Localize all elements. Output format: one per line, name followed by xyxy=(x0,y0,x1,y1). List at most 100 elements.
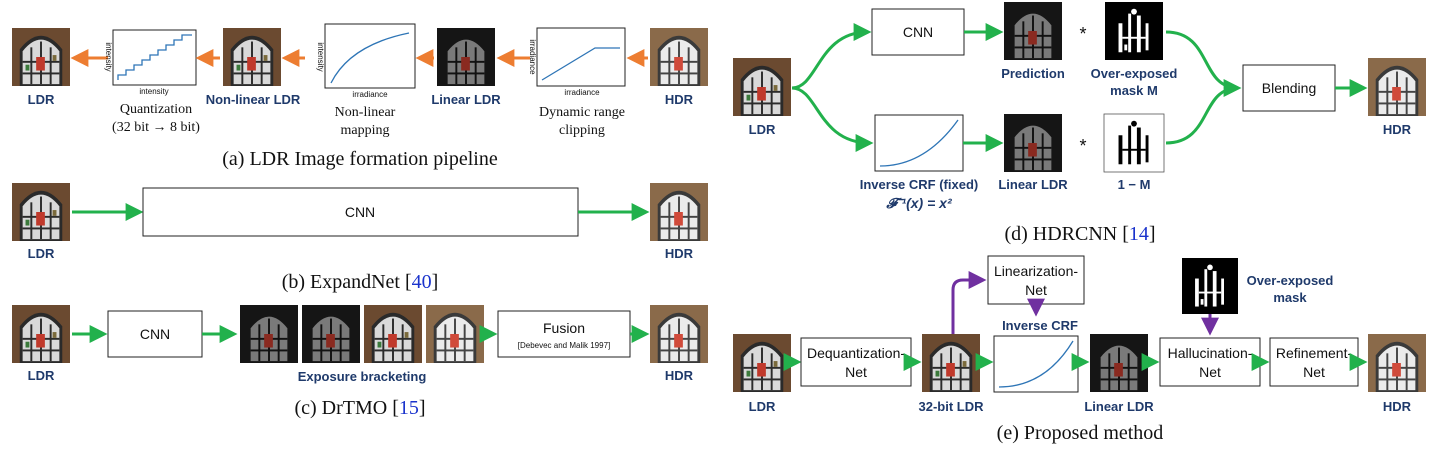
label-mask-d-2: mask M xyxy=(1110,83,1158,98)
caption-b: (b) ExpandNet [40] xyxy=(282,271,439,293)
arrow-green-d-up xyxy=(791,23,872,90)
panel-e: LDR Dequantization- Net 32-bit LDR Linea… xyxy=(733,255,1426,444)
quantization-plot xyxy=(112,29,197,86)
label-linear-ldr-d: Linear LDR xyxy=(998,177,1068,192)
nonlinear-curve xyxy=(330,32,410,84)
label-linear-ldr-e: Linear LDR xyxy=(1084,399,1154,414)
nonlinear-label-2: mapping xyxy=(341,123,390,138)
inverse-mask-frame xyxy=(1103,113,1165,173)
cnn-box-c xyxy=(107,310,203,358)
cnn-label-c: CNN xyxy=(140,326,170,342)
hdr-image-b xyxy=(650,183,708,241)
quant-y-axis: intensity xyxy=(104,42,113,71)
ldr-image-d xyxy=(733,58,791,116)
panel-a: LDR intensity intensity Quantization (32… xyxy=(12,23,708,170)
times-2: * xyxy=(1079,136,1086,156)
times-1: * xyxy=(1079,24,1086,44)
inverse-crf-curve-e xyxy=(998,340,1074,388)
linear-ldr-image-e xyxy=(1090,334,1148,392)
label-ldr-b: LDR xyxy=(28,246,55,261)
label-ldr-a: LDR xyxy=(28,92,55,107)
cnn-label-b: CNN xyxy=(345,204,375,220)
formula: 𝓕⁻¹(x) = x² xyxy=(885,195,952,211)
label-hdr-b: HDR xyxy=(665,246,694,261)
clipping-label-1: Dynamic range xyxy=(539,105,625,120)
inverse-mask-image xyxy=(1105,114,1163,172)
dequantization-box xyxy=(800,337,912,387)
ref-label-1: Refinement- xyxy=(1276,345,1353,361)
hallucination-box xyxy=(1159,337,1261,387)
label-mask-d-1: Over-exposed xyxy=(1091,66,1178,81)
hdr-image-d xyxy=(1368,58,1426,116)
inverse-crf-plot-d xyxy=(874,114,964,172)
fusion-ref: [Debevec and Malik 1997] xyxy=(518,341,611,350)
mask-image-d xyxy=(1105,2,1163,60)
inverse-crf-curve-d xyxy=(879,119,959,167)
clipping-y-axis: irradiance xyxy=(528,39,537,75)
label-mask-e-2: mask xyxy=(1273,290,1307,305)
inverse-crf-plot-e xyxy=(993,335,1079,393)
arrow-green-d4 xyxy=(1165,86,1239,145)
caption-d: (d) HDRCNN [14] xyxy=(1004,223,1155,245)
caption-c: (c) DrTMO [15] xyxy=(294,397,425,419)
caption-e: (e) Proposed method xyxy=(997,422,1164,444)
arrow-green-d3 xyxy=(1165,30,1242,97)
label-ldr-d: LDR xyxy=(749,122,776,137)
lin-label-1: Linearization- xyxy=(994,263,1078,279)
label-32bit-ldr: 32-bit LDR xyxy=(919,399,985,414)
nonlinear-ldr-image xyxy=(223,28,281,86)
label-hdr-a: HDR xyxy=(665,92,694,107)
label-nonlinear-ldr: Non-linear LDR xyxy=(206,92,301,107)
label-hdr-e: HDR xyxy=(1383,399,1412,414)
fusion-label: Fusion xyxy=(543,320,585,336)
dequant-label-2: Net xyxy=(845,364,867,380)
panel-d: LDR CNN Prediction * Over-exposed mask M… xyxy=(733,2,1426,245)
linear-ldr-image-d xyxy=(1004,114,1062,172)
label-inverse-crf-e: Inverse CRF xyxy=(1002,318,1078,333)
label-hdr-d: HDR xyxy=(1383,122,1412,137)
hall-label-1: Hallucination- xyxy=(1168,345,1253,361)
arrow-purple-e1 xyxy=(951,271,987,334)
mask-image-e xyxy=(1182,258,1238,314)
linearization-box xyxy=(987,255,1085,305)
blending-box xyxy=(1242,64,1336,112)
lin-label-2: Net xyxy=(1025,282,1047,298)
ldr-image-c xyxy=(12,305,70,363)
label-mask-e-1: Over-exposed xyxy=(1247,273,1334,288)
quant-label-2: (32 bit → 8 bit) xyxy=(112,120,200,135)
nonlinear-y-axis: intensity xyxy=(316,42,325,71)
staircase-curve xyxy=(117,34,192,80)
prediction-image xyxy=(1004,2,1062,60)
label-one-minus-m: 1 − M xyxy=(1118,177,1151,192)
quant-label-1: Quantization xyxy=(120,102,192,117)
refinement-box xyxy=(1269,337,1359,387)
cnn-box-b xyxy=(142,187,579,237)
dequant-label-1: Dequantization- xyxy=(807,345,905,361)
caption-a: (a) LDR Image formation pipeline xyxy=(222,148,498,170)
ldr-image-b xyxy=(12,183,70,241)
label-inverse-crf-d: Inverse CRF (fixed) xyxy=(860,177,978,192)
nonlinear-x-axis: irradiance xyxy=(352,90,388,99)
hdr-image-a xyxy=(650,28,708,86)
clipping-curve xyxy=(541,47,620,81)
ldr-image-e xyxy=(733,334,791,392)
linear-ldr-image-a xyxy=(437,28,495,86)
nonlinear-plot xyxy=(324,23,416,89)
quant-x-axis: intensity xyxy=(139,87,168,96)
ref-label-2: Net xyxy=(1303,364,1325,380)
arrow-green-d-down xyxy=(791,86,874,152)
hdr-image-e xyxy=(1368,334,1426,392)
clipping-x-axis: irradiance xyxy=(564,88,600,97)
label-prediction: Prediction xyxy=(1001,66,1065,81)
cnn-label-d: CNN xyxy=(903,24,933,40)
panel-b: LDR CNN HDR (b) ExpandNet [40] xyxy=(12,183,708,293)
ldr-image-a xyxy=(12,28,70,86)
exposure-stack xyxy=(240,305,484,363)
blending-label: Blending xyxy=(1262,80,1317,96)
nonlinear-label-1: Non-linear xyxy=(335,105,396,120)
panel-c: LDR CNN Exposure bracketing Fusion [Debe… xyxy=(12,305,708,419)
hall-label-2: Net xyxy=(1199,364,1221,380)
label-hdr-c: HDR xyxy=(665,368,694,383)
label-ldr-c: LDR xyxy=(28,368,55,383)
